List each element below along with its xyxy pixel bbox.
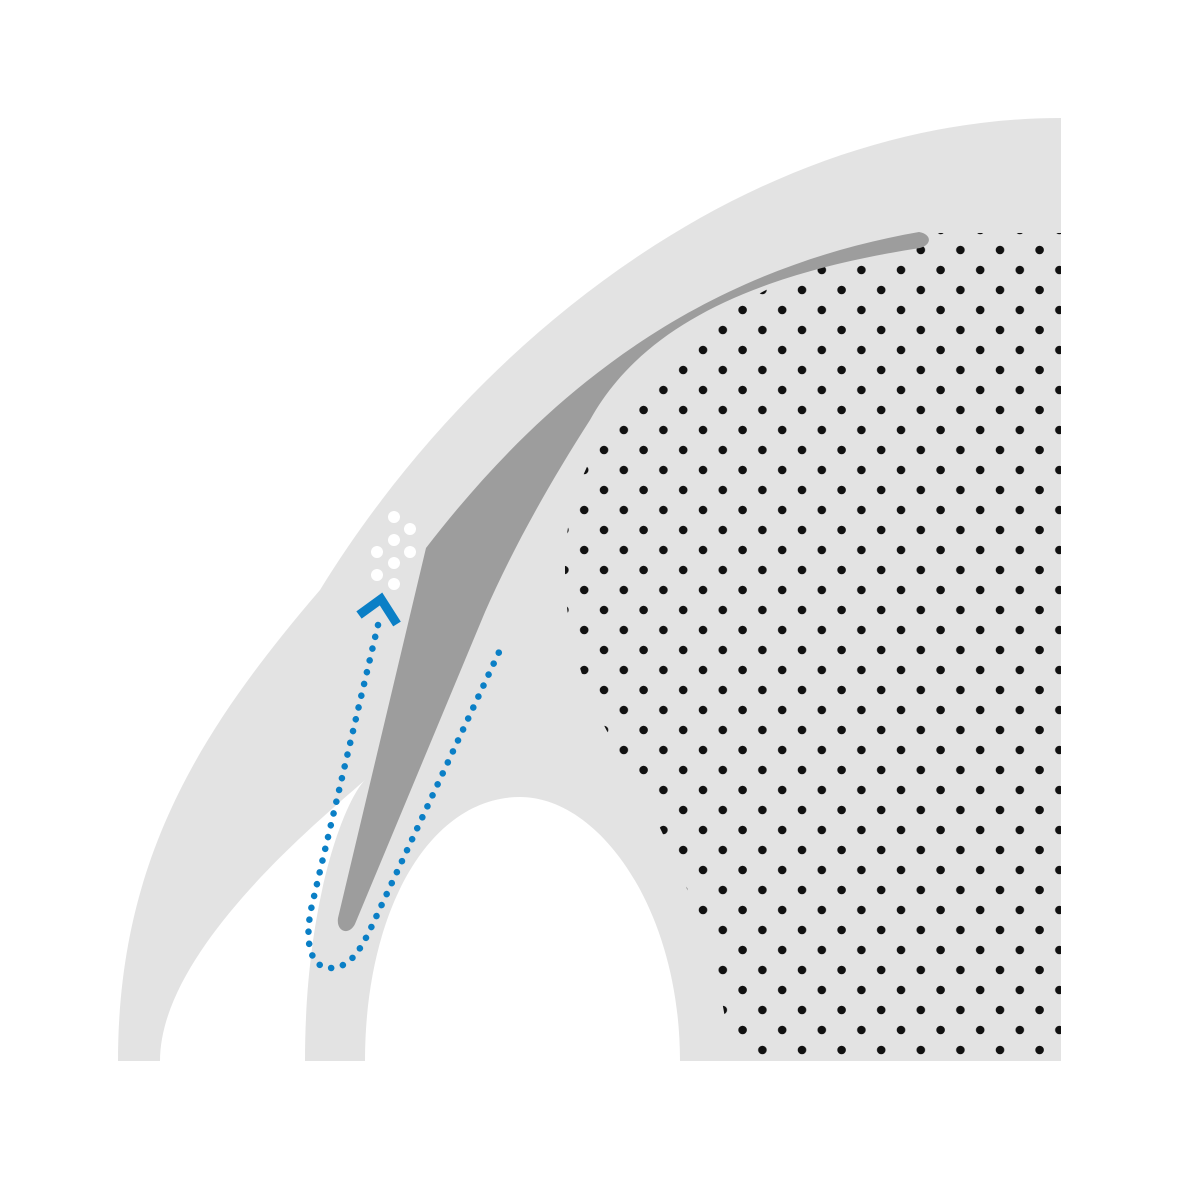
arrowhead-icon [356, 592, 401, 627]
dotted-flow-arrow [305, 621, 504, 972]
particle-dot [371, 569, 383, 581]
white-dot-cluster [371, 511, 416, 590]
particle-dot [404, 523, 416, 535]
particle-dot [371, 546, 383, 558]
particle-dot [388, 534, 400, 546]
particle-dot [404, 546, 416, 558]
particle-dot [388, 557, 400, 569]
particle-dot [388, 578, 400, 590]
particle-dot [388, 511, 400, 523]
dotted-texture-region [565, 233, 1061, 1061]
curved-blade-shape [337, 232, 929, 932]
